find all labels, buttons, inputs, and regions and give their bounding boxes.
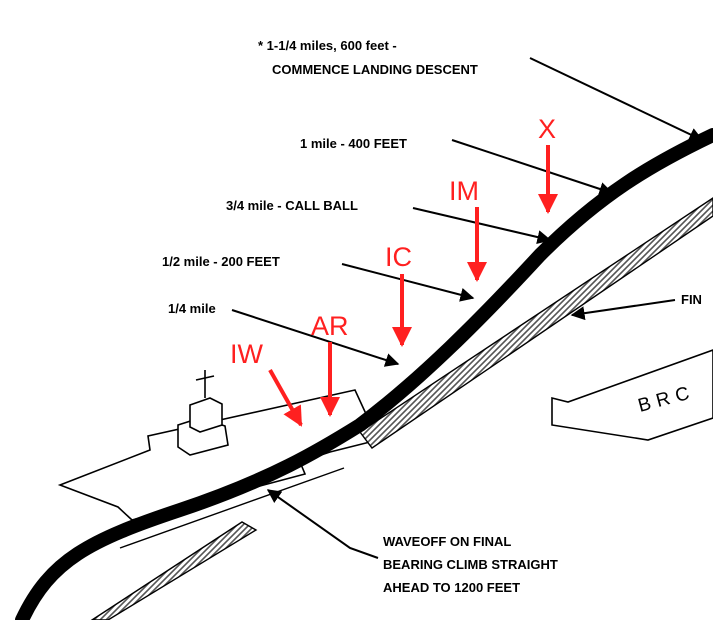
- wake-line: [119, 467, 345, 549]
- final-bearing-band-lower: [90, 521, 258, 620]
- brc-arrow: [551, 349, 713, 441]
- carrier-island: [177, 370, 229, 456]
- callout-leaders: [231, 57, 704, 559]
- quarter-mile-label: 1/4 mile: [168, 301, 216, 316]
- marker-ic-label: IC: [385, 242, 412, 272]
- final-bearing-band: [358, 197, 713, 449]
- final-bearing-label: FIN: [681, 292, 702, 307]
- glide-path: [15, 128, 713, 620]
- commence-label-line1: * 1-1/4 miles, 600 feet -: [258, 38, 397, 53]
- marker-im-label: IM: [449, 176, 479, 206]
- waveoff-label-line1: WAVEOFF ON FINAL: [383, 534, 511, 549]
- marker-x-label: X: [538, 114, 556, 144]
- three-quarter-mile-label: 3/4 mile - CALL BALL: [226, 198, 358, 213]
- commence-label-line2: COMMENCE LANDING DESCENT: [272, 62, 478, 77]
- half-mile-label: 1/2 mile - 200 FEET: [162, 254, 280, 269]
- marker-ar-label: AR: [311, 311, 349, 341]
- waveoff-label-line2: BEARING CLIMB STRAIGHT: [383, 557, 558, 572]
- waveoff-label-line3: AHEAD TO 1200 FEET: [383, 580, 520, 595]
- position-marker-arrows: [268, 145, 558, 427]
- one-mile-label: 1 mile - 400 FEET: [300, 136, 407, 151]
- marker-iw-label: IW: [230, 339, 264, 369]
